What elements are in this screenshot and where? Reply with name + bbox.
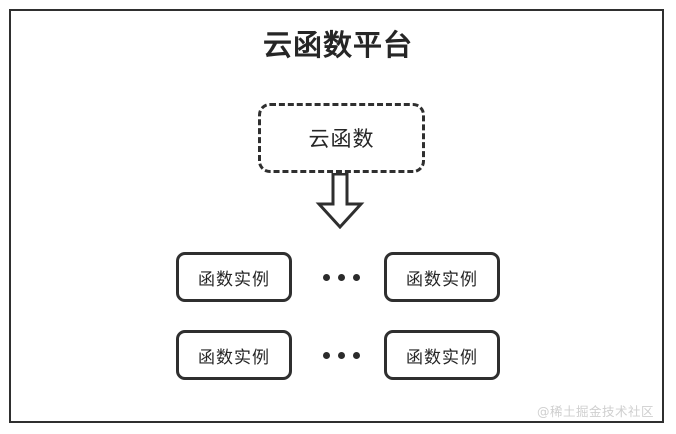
ellipsis-dot [322,273,330,281]
cloud-function-node: 云函数 [258,103,425,173]
function-instance-label: 函数实例 [198,347,270,368]
instance-row: 函数实例 函数实例 [0,252,676,302]
down-arrow-icon [312,172,368,230]
ellipsis-icon [318,252,364,302]
function-instance-label: 函数实例 [406,347,478,368]
function-instance-box: 函数实例 [176,252,292,302]
function-instance-label: 函数实例 [198,269,270,290]
ellipsis-icon [318,330,364,380]
ellipsis-dot [352,351,360,359]
ellipsis-dot [352,273,360,281]
ellipsis-dot [322,351,330,359]
cloud-function-label: 云函数 [308,127,375,151]
watermark: @稀土掘金技术社区 [536,404,654,419]
function-instance-box: 函数实例 [384,330,500,380]
instance-row: 函数实例 函数实例 [0,330,676,380]
ellipsis-dot [337,273,345,281]
ellipsis-dot [337,351,345,359]
function-instance-label: 函数实例 [406,269,478,290]
function-instance-box: 函数实例 [176,330,292,380]
function-instance-box: 函数实例 [384,252,500,302]
page-title: 云函数平台 [262,28,413,62]
